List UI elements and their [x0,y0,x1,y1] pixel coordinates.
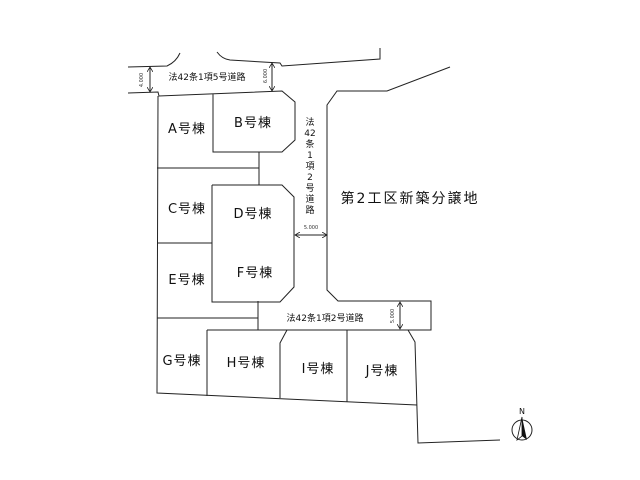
lot-i: I号棟 [302,362,335,377]
dim-lower-road: 5.000 [390,309,396,323]
area-label: 第2工区新築分譲地 [341,190,480,207]
svg-text:道: 道 [305,193,314,205]
lot-g: G号棟 [162,354,201,369]
svg-text:N: N [519,407,525,416]
lot-b: B号棟 [234,116,272,131]
north-arrow-icon: N [511,407,533,442]
dim-vertical-road: 5.000 [304,225,318,231]
top-road-label: 法42条1項5号道路 [169,71,246,83]
lot-e: E号棟 [168,273,205,288]
boundary-lines [127,48,501,444]
lot-d: D号棟 [233,207,272,222]
svg-text:法: 法 [305,116,314,128]
svg-text:路: 路 [305,204,314,216]
lot-c: C号棟 [168,202,206,217]
lot-h: H号棟 [227,356,266,371]
svg-text:条: 条 [305,138,314,150]
svg-text:42: 42 [304,129,315,139]
lot-a: A号棟 [168,122,206,137]
svg-text:1: 1 [307,151,313,161]
lot-f: F号棟 [237,266,273,281]
dim-top-right: 6.000 [263,69,269,83]
svg-text:項: 項 [305,161,314,172]
vertical-road-label: 法 42 条 1 項 2 号 道 路 [304,116,315,216]
svg-text:2: 2 [307,173,313,183]
lower-road-label: 法42条1項2号道路 [287,312,364,324]
dimension-lines [150,63,400,329]
svg-text:号: 号 [305,183,314,194]
dim-top-left: 4.000 [139,73,145,87]
lot-j: J号棟 [365,364,399,379]
